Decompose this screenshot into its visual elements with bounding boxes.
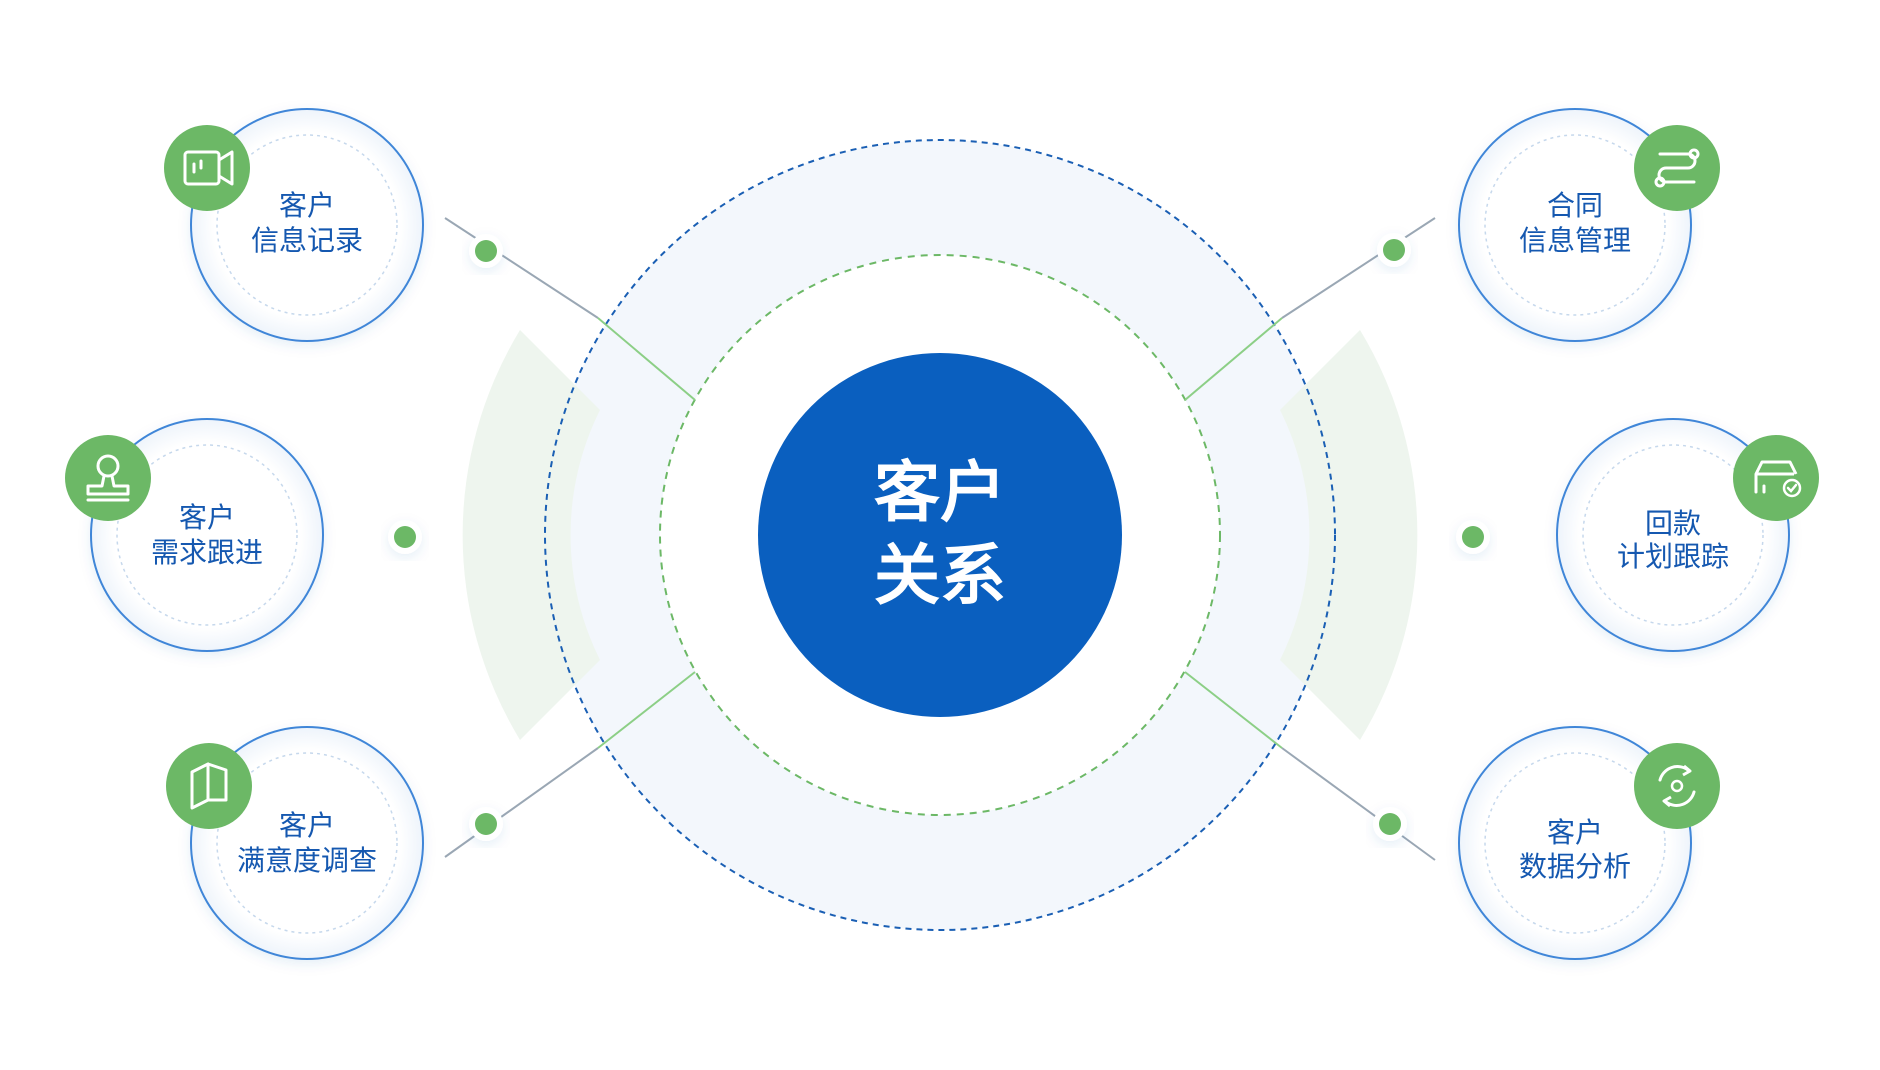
ring-segment-right bbox=[1280, 330, 1418, 740]
node-customer-data-line2: 数据分析 bbox=[1519, 850, 1631, 883]
node-customer-info: 客户 信息记录 bbox=[164, 108, 424, 342]
route-icon bbox=[1634, 125, 1720, 211]
dot-middle-right bbox=[1456, 520, 1490, 554]
node-customer-data: 客户 数据分析 bbox=[1458, 726, 1720, 960]
connector-top-right-inner bbox=[1184, 317, 1283, 401]
dot-bottom-left bbox=[469, 807, 503, 841]
connectors bbox=[444, 217, 1436, 861]
stamp-icon bbox=[65, 435, 151, 521]
dot-middle-left bbox=[388, 520, 422, 554]
video-camera-icon bbox=[164, 125, 250, 211]
connector-bottom-left-inner bbox=[597, 671, 696, 749]
node-payment-plan-line1: 回款 bbox=[1645, 507, 1701, 540]
node-customer-satisfaction-line1: 客户 bbox=[279, 809, 335, 842]
connector-dots bbox=[388, 233, 1490, 841]
node-customer-satisfaction-line2: 满意度调查 bbox=[237, 844, 377, 877]
ring-segment-left bbox=[462, 330, 600, 740]
connector-bottom-right bbox=[1281, 747, 1436, 861]
car-check-icon bbox=[1733, 435, 1819, 521]
connector-bottom-right-inner bbox=[1184, 671, 1283, 749]
connector-top-right bbox=[1281, 217, 1436, 319]
connector-top-left bbox=[444, 217, 599, 319]
node-customer-info-line1: 客户 bbox=[279, 189, 335, 222]
dot-top-right bbox=[1377, 233, 1411, 267]
node-customer-info-line2: 信息记录 bbox=[251, 224, 363, 257]
center-circle bbox=[758, 353, 1122, 717]
node-customer-needs-line1: 客户 bbox=[179, 501, 235, 534]
node-contract-info-line2: 信息管理 bbox=[1519, 224, 1631, 257]
center-title-line2: 关系 bbox=[874, 537, 1006, 614]
dot-top-left bbox=[469, 234, 503, 268]
node-payment-plan: 回款 计划跟踪 bbox=[1556, 418, 1819, 652]
refresh-cycle-icon bbox=[1634, 743, 1720, 829]
node-customer-satisfaction: 客户 满意度调查 bbox=[166, 726, 424, 960]
center-title-line1: 客户 bbox=[874, 454, 1006, 531]
book-icon bbox=[166, 743, 252, 829]
node-customer-data-line1: 客户 bbox=[1547, 816, 1603, 849]
connector-bottom-left bbox=[444, 747, 599, 858]
connector-top-left-inner bbox=[597, 317, 696, 401]
node-payment-plan-line2: 计划跟踪 bbox=[1617, 540, 1729, 573]
center-ring-group: 客户 关系 bbox=[462, 139, 1418, 931]
node-customer-needs: 客户 需求跟进 bbox=[65, 418, 324, 652]
node-contract-info: 合同 信息管理 bbox=[1458, 108, 1720, 342]
dot-bottom-right bbox=[1373, 807, 1407, 841]
outer-ring-dashed-border bbox=[544, 139, 1336, 931]
node-contract-info-line1: 合同 bbox=[1547, 189, 1603, 222]
node-customer-needs-line2: 需求跟进 bbox=[151, 536, 263, 569]
